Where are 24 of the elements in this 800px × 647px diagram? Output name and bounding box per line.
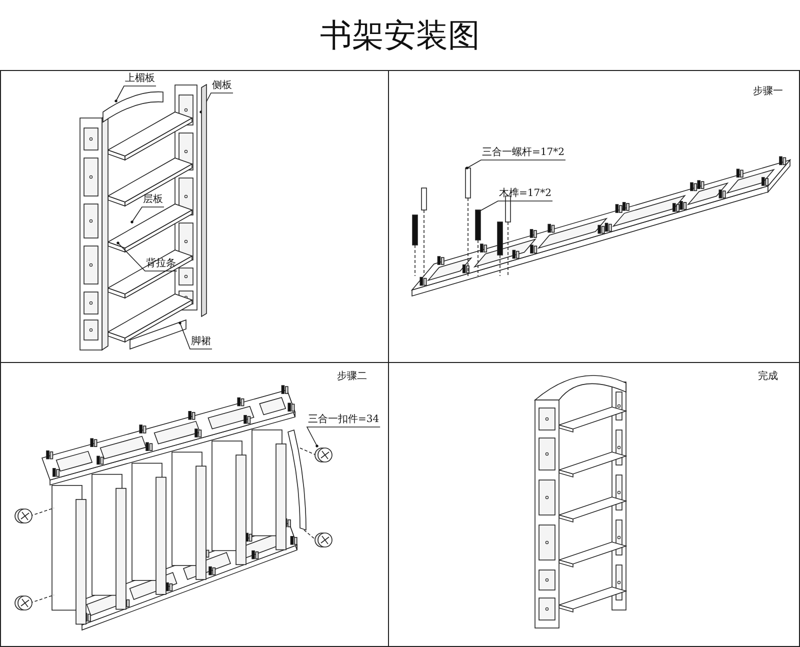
part-label: 三合一螺杆=17*2 — [481, 147, 566, 159]
drawing-panel — [0, 362, 389, 647]
leader-line — [116, 242, 178, 272]
leader-line — [476, 200, 553, 214]
leader-line — [466, 160, 566, 170]
title: 书架安装图 — [319, 15, 481, 56]
part-label: 三合一扣件=34 — [307, 414, 380, 426]
step-heading: 完成 — [758, 371, 778, 383]
part-label: 木榫=17*2 — [498, 188, 552, 200]
part-label: 脚裙 — [190, 336, 212, 348]
leader-line — [200, 92, 234, 114]
step-heading: 步骤一 — [753, 86, 783, 98]
leader-line — [306, 426, 380, 448]
leader-line — [114, 86, 156, 102]
part-label: 侧板 — [211, 80, 233, 92]
drawing-panel — [0, 70, 389, 363]
drawing-panel — [388, 70, 800, 363]
leader-line — [130, 206, 164, 224]
part-label: 上楣板 — [124, 73, 156, 85]
part-label: 层板 — [142, 194, 164, 206]
side-board-drawing — [201, 84, 207, 317]
drawing-panel — [388, 362, 800, 647]
step-heading: 步骤二 — [337, 371, 367, 383]
leader-line — [178, 322, 212, 350]
